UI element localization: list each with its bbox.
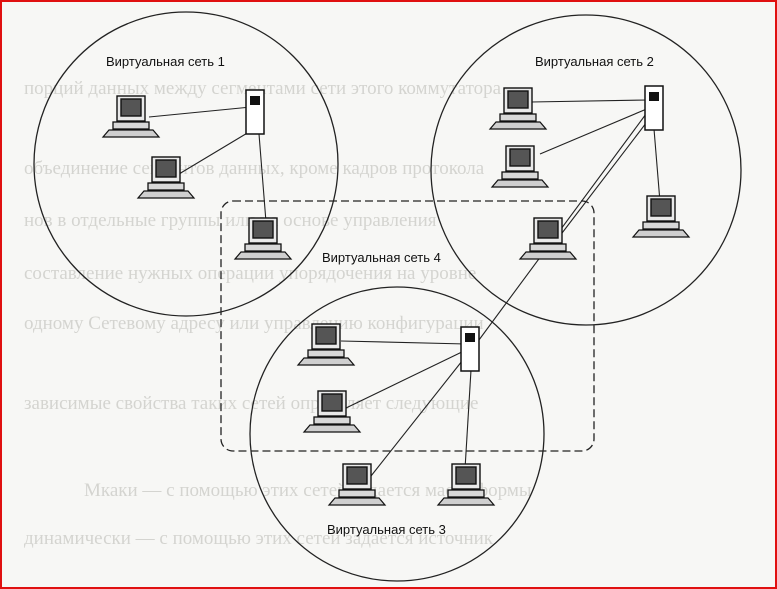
link [258, 133, 267, 223]
virtual-networks-diagram: порций данных между сегментами сети этог… [24, 11, 742, 582]
bleed-line: составление нужных операции упорядочения… [24, 263, 476, 284]
network-2-boundary [430, 14, 742, 326]
link [345, 349, 467, 409]
bleed-line: одному Сетевому адресу или управлению ко… [24, 313, 484, 334]
workstation-icon [519, 217, 577, 260]
bleed-line: нов в отдельные группы или на основе упр… [24, 210, 437, 231]
link [530, 99, 650, 103]
bleed-line: объединение сегментов данных, кроме кадр… [24, 158, 485, 179]
bleed-line: зависимые свойства таких сетей определяе… [24, 393, 478, 414]
network-3-boundary [249, 286, 545, 582]
switch-icon [245, 89, 265, 135]
workstation-icon [491, 145, 549, 188]
network-label: Виртуальная сеть 3 [327, 522, 446, 537]
link [340, 340, 467, 345]
link [653, 128, 661, 203]
bleed-line: Мкаки — с помощью этих сетей задается ма… [84, 480, 532, 501]
network-label: Виртуальная сеть 4 [322, 250, 441, 265]
bleed-through-text: порций данных между сегментами сети этог… [24, 78, 532, 549]
link [558, 113, 654, 238]
links [148, 99, 661, 477]
link [464, 369, 472, 470]
link [148, 106, 252, 118]
link [173, 128, 255, 178]
bleed-line: динамически — с помощью этих сетей задае… [24, 528, 494, 549]
network-4-boundary [220, 200, 595, 452]
switch-icon [460, 326, 480, 372]
link [370, 355, 467, 477]
network-label: Виртуальная сеть 2 [535, 54, 654, 69]
network-label: Виртуальная сеть 1 [106, 54, 225, 69]
switch-icon [644, 85, 664, 131]
workstation-icon [632, 195, 690, 238]
bleed-line: порций данных между сегментами сети этог… [24, 78, 502, 99]
link [539, 107, 650, 155]
network-1-boundary [33, 11, 339, 317]
